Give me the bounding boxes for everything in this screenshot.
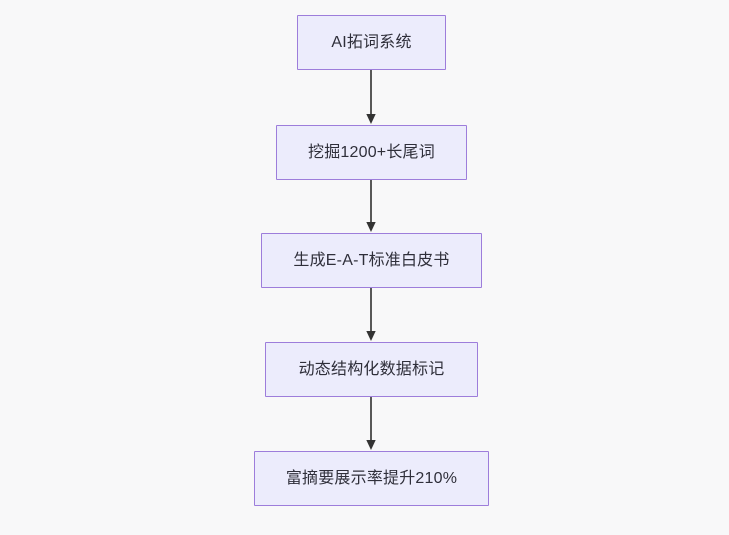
flow-node-label: 富摘要展示率提升210%: [285, 469, 458, 487]
flow-node-rich-snippet-impression-lift[interactable]: 富摘要展示率提升210%: [254, 451, 489, 506]
flow-node-label: 挖掘1200+长尾词: [308, 143, 435, 161]
connector-n3-n4: [366, 288, 376, 342]
flow-node-generate-eat-whitepaper[interactable]: 生成E-A-T标准白皮书: [261, 233, 482, 288]
flow-node-label: 生成E-A-T标准白皮书: [293, 251, 450, 269]
flow-node-mine-longtail-keywords[interactable]: 挖掘1200+长尾词: [276, 125, 467, 180]
connector-n1-n2: [366, 70, 376, 125]
flow-node-label: AI拓词系统: [331, 33, 412, 51]
flow-node-ai-keyword-system[interactable]: AI拓词系统: [297, 15, 446, 70]
flow-node-dynamic-structured-data-markup[interactable]: 动态结构化数据标记: [265, 342, 478, 397]
connector-n2-n3: [366, 180, 376, 233]
flow-node-label: 动态结构化数据标记: [298, 360, 445, 378]
connector-n4-n5: [366, 397, 376, 451]
